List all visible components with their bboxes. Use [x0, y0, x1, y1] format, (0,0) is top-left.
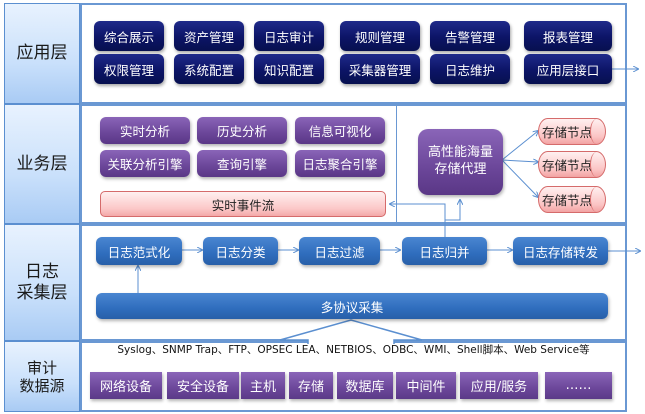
app-btn-asset[interactable]: 资产管理 [174, 21, 244, 51]
label: 应用/服务 [470, 380, 528, 395]
label: 中间件 [406, 380, 446, 395]
label: 告警管理 [444, 29, 495, 45]
layer-label-business: 业务层 [4, 104, 80, 224]
label: 知识配置 [263, 62, 314, 78]
label: 日志分类 [215, 244, 266, 260]
source-security-device[interactable]: 安全设备 [167, 372, 239, 399]
protocol-list: Syslog、SNMP Trap、FTP、OPSEC LEA、NETBIOS、O… [80, 342, 627, 358]
biz-btn-history-analysis[interactable]: 历史分析 [197, 117, 287, 144]
label: 存储 [297, 380, 324, 395]
biz-btn-correlation-engine[interactable]: 关联分析引擎 [100, 150, 190, 177]
label: 安全设备 [176, 380, 229, 395]
label: 数据库 [345, 380, 385, 395]
pipe-store-forward[interactable]: 日志存储转发 [513, 237, 608, 265]
storage-proxy-box[interactable]: 高性能海量 存储代理 [418, 129, 503, 195]
label: 日志聚合引擎 [302, 157, 378, 172]
label: 日志维护 [444, 62, 495, 78]
label: 实时事件流 [211, 197, 275, 213]
layer-label-collect: 日志 采集层 [4, 224, 80, 341]
app-btn-system-config[interactable]: 系统配置 [174, 54, 244, 84]
pipe-merge[interactable]: 日志归并 [402, 237, 487, 265]
app-btn-log-audit[interactable]: 日志审计 [254, 21, 324, 51]
label: 查询引擎 [216, 157, 267, 172]
label: 报表管理 [542, 29, 593, 45]
layer-label-source-text: 审计 数据源 [19, 358, 65, 395]
label: 规则管理 [354, 29, 405, 45]
label: 存储节点 [541, 125, 592, 140]
label: 主机 [249, 380, 276, 395]
layer-label-collect-text: 日志 采集层 [16, 262, 68, 303]
app-btn-report[interactable]: 报表管理 [524, 21, 612, 51]
app-btn-alert[interactable]: 告警管理 [430, 21, 510, 51]
label: 系统配置 [183, 62, 234, 78]
source-host[interactable]: 主机 [241, 372, 285, 399]
biz-btn-query-engine[interactable]: 查询引擎 [197, 150, 287, 177]
label: 应用层接口 [536, 62, 600, 78]
source-more[interactable]: …… [545, 372, 612, 399]
label: 多协议采集 [320, 299, 384, 315]
biz-btn-aggregation-engine[interactable]: 日志聚合引擎 [295, 150, 385, 177]
label: 权限管理 [103, 62, 154, 78]
label: 日志存储转发 [522, 244, 598, 260]
storage-node-2[interactable]: 存储节点 [538, 151, 606, 178]
storage-node-1[interactable]: 存储节点 [538, 118, 606, 145]
source-middleware[interactable]: 中间件 [396, 372, 456, 399]
source-database[interactable]: 数据库 [337, 372, 393, 399]
event-stream-bar[interactable]: 实时事件流 [100, 191, 386, 217]
layer-label-source: 审计 数据源 [4, 341, 80, 412]
app-btn-app-interface[interactable]: 应用层接口 [524, 54, 612, 84]
app-btn-dashboard[interactable]: 综合展示 [94, 21, 164, 51]
app-btn-collector[interactable]: 采集器管理 [340, 54, 420, 84]
pipe-filter[interactable]: 日志过滤 [299, 237, 380, 265]
app-btn-log-maintenance[interactable]: 日志维护 [430, 54, 510, 84]
storage-node-3[interactable]: 存储节点 [538, 186, 606, 213]
label: 日志范式化 [107, 244, 171, 260]
multi-protocol-bar[interactable]: 多协议采集 [96, 293, 608, 319]
label: 信息可视化 [308, 124, 372, 139]
app-layer-panel [80, 3, 627, 104]
label: 存储节点 [541, 193, 592, 208]
source-app-service[interactable]: 应用/服务 [460, 372, 538, 399]
layer-label-app-text: 应用层 [16, 43, 68, 64]
label: 日志审计 [263, 29, 314, 45]
layer-label-app: 应用层 [4, 3, 80, 104]
label: 网络设备 [99, 380, 152, 395]
label: 历史分析 [216, 124, 267, 139]
protocol-list-text: Syslog、SNMP Trap、FTP、OPSEC LEA、NETBIOS、O… [115, 344, 592, 356]
pipe-normalize[interactable]: 日志范式化 [96, 237, 182, 265]
label: 存储节点 [541, 158, 592, 173]
pipe-classify[interactable]: 日志分类 [203, 237, 278, 265]
label: 关联分析引擎 [107, 157, 183, 172]
label: 日志归并 [419, 244, 470, 260]
label: 综合展示 [103, 29, 154, 45]
label: 实时分析 [119, 124, 170, 139]
biz-btn-realtime-analysis[interactable]: 实时分析 [100, 117, 190, 144]
app-btn-permission[interactable]: 权限管理 [94, 54, 164, 84]
app-btn-knowledge-config[interactable]: 知识配置 [254, 54, 324, 84]
biz-btn-visualization[interactable]: 信息可视化 [295, 117, 385, 144]
source-storage[interactable]: 存储 [289, 372, 333, 399]
layer-label-business-text: 业务层 [16, 153, 68, 174]
label: …… [565, 378, 592, 393]
app-btn-rule[interactable]: 规则管理 [340, 21, 420, 51]
label: 资产管理 [183, 29, 234, 45]
source-network-device[interactable]: 网络设备 [90, 372, 162, 399]
label: 采集器管理 [348, 62, 412, 78]
label: 高性能海量 存储代理 [427, 145, 493, 177]
label: 日志过滤 [314, 244, 365, 260]
